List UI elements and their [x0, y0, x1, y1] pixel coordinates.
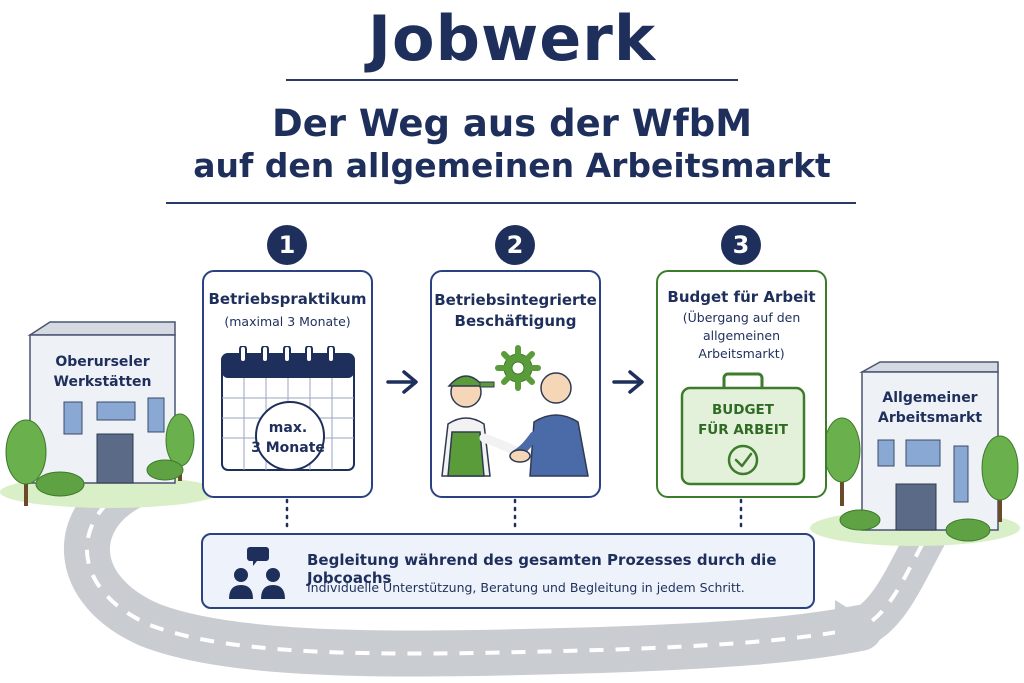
step-number-1: 1	[267, 225, 307, 265]
step-card-1: Betriebspraktikum (maximal 3 Monate) max…	[202, 270, 373, 498]
arrow-right-icon	[386, 370, 418, 394]
subtitle-divider	[166, 202, 856, 204]
title-divider	[286, 79, 738, 81]
bush-right-2	[945, 518, 991, 542]
step-1-subtitle: (maximal 3 Monate)	[224, 314, 351, 329]
step-2-title: Betriebsintegrierte Beschäftigung	[432, 290, 599, 332]
page-title: Jobwerk	[367, 2, 657, 75]
step-3-badge-line1: BUDGET	[712, 402, 774, 418]
arrow-right-icon-2	[612, 370, 644, 394]
end-building-line2: Arbeitsmarkt	[877, 410, 983, 426]
bush-left	[35, 471, 85, 497]
step-3-badge-line2: FÜR ARBEIT	[698, 422, 788, 438]
handshake-icon	[441, 345, 589, 477]
building-right	[859, 361, 999, 531]
gear-icon	[495, 345, 541, 391]
tree-right-1	[823, 417, 861, 506]
start-building-line1: Oberurseler	[55, 354, 150, 370]
step-3-sub1: (Übergang auf den	[682, 310, 801, 325]
tree-right-2	[981, 435, 1019, 522]
bush-right	[839, 509, 881, 531]
step-number-2: 2	[495, 225, 535, 265]
start-building-label: Oberurseler Werkstätten	[30, 352, 175, 392]
step-1-badge: max. 3 Monate	[248, 418, 328, 458]
subtitle-line2: auf den allgemeinen Arbeitsmarkt	[193, 146, 831, 185]
tree-left-1	[5, 419, 47, 506]
step-3-sub2: allgemeinen	[702, 328, 781, 343]
briefcase-icon	[680, 372, 806, 486]
step-1-title: Betriebspraktikum	[208, 290, 367, 308]
start-building-line2: Werkstätten	[53, 374, 152, 390]
support-box: Begleitung während des gesamten Prozesse…	[201, 533, 815, 609]
step-card-3: Budget für Arbeit (Übergang auf den allg…	[656, 270, 827, 498]
road-arrow-head	[835, 600, 880, 656]
building-left	[27, 321, 176, 484]
calendar-icon	[221, 346, 355, 471]
step-3-badge: BUDGET FÜR ARBEIT	[680, 400, 806, 440]
support-title: Begleitung während des gesamten Prozesse…	[307, 551, 777, 587]
step-2-title-line2: Beschäftigung	[454, 312, 577, 330]
bush-left-2	[146, 459, 184, 481]
step-card-2: Betriebsintegrierte Beschäftigung	[430, 270, 601, 498]
step-2-title-line1: Betriebsintegrierte	[434, 291, 597, 309]
step-3-sub3: Arbeitsmarkt)	[698, 346, 785, 361]
coaches-icon	[229, 547, 285, 599]
end-building-line1: Allgemeiner	[882, 390, 978, 406]
subtitle-line1: Der Weg aus der WfbM	[271, 102, 753, 145]
step-1-badge-line1: max.	[268, 420, 308, 436]
end-building-label: Allgemeiner Arbeitsmarkt	[862, 388, 998, 428]
step-1-badge-line2: 3 Monate	[251, 440, 325, 456]
step-number-3: 3	[721, 225, 761, 265]
support-text: Individuelle Unterstützung, Beratung und…	[307, 580, 745, 595]
step-3-title: Budget für Arbeit	[667, 288, 816, 306]
